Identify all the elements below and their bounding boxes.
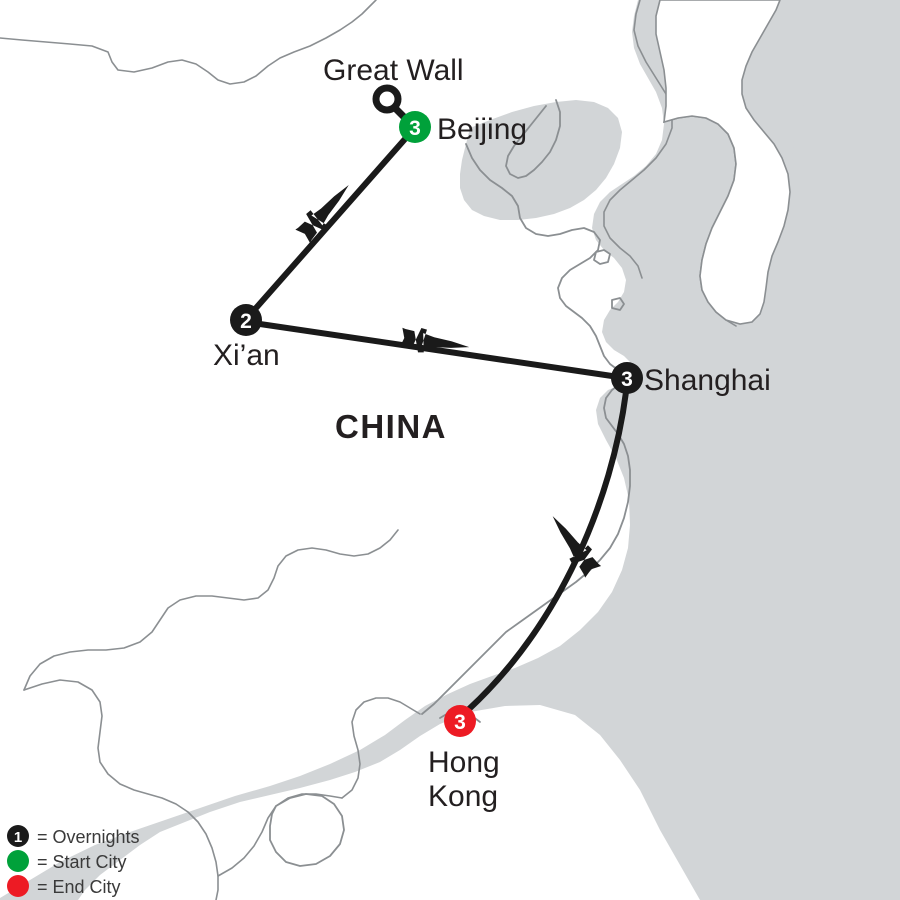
legend-overnight-label: = Overnights — [37, 827, 140, 847]
route-beijing-xian — [253, 136, 408, 311]
marker-nights-beijing: 3 — [409, 117, 421, 140]
city-marker-beijing[interactable]: 3 Beijing — [399, 111, 527, 146]
korea-landmass — [655, 0, 791, 325]
great-wall-icon[interactable] — [372, 84, 402, 114]
marker-nights-hong-kong: 3 — [454, 711, 466, 734]
marker-nights-xian: 2 — [240, 310, 252, 333]
marker-circle-beijing[interactable] — [399, 111, 431, 143]
city-marker-shanghai[interactable]: 3 Shanghai — [611, 362, 771, 397]
city-label-hong-kong-line1: Hong — [428, 746, 500, 779]
legend-item-overnights: 1 = Overnights — [7, 825, 140, 847]
legend-overnight-icon — [7, 825, 29, 847]
airplane-icon — [295, 185, 349, 243]
airplane-icon — [552, 516, 602, 578]
great-wall-attraction[interactable]: Great Wall — [323, 54, 464, 127]
marker-circle-hong-kong[interactable] — [444, 705, 476, 737]
city-label-hong-kong-line2: Kong — [428, 780, 498, 813]
airplane-icon — [399, 327, 470, 353]
legend-start-label: = Start City — [37, 852, 127, 872]
city-label-beijing: Beijing — [437, 113, 527, 146]
city-label-xian: Xi’an — [213, 339, 280, 372]
legend: 1 = Overnights = Start City = End City — [7, 825, 140, 897]
legend-item-end-city: = End City — [7, 875, 121, 897]
legend-item-start-city: = Start City — [7, 850, 127, 872]
marker-circle-xian[interactable] — [230, 304, 262, 336]
route-plane-icons — [295, 185, 602, 578]
city-marker-xian[interactable]: 2 Xi’an — [213, 304, 280, 372]
route-xian-shanghai — [257, 321, 615, 379]
country-label-china: CHINA — [335, 408, 447, 445]
legend-end-label: = End City — [37, 877, 121, 897]
legend-start-icon — [7, 850, 29, 872]
great-wall-label: Great Wall — [323, 54, 464, 87]
legend-end-icon — [7, 875, 29, 897]
country-borders — [0, 0, 737, 900]
city-label-shanghai: Shanghai — [644, 364, 771, 397]
legend-overnight-number: 1 — [14, 829, 22, 846]
marker-nights-shanghai: 3 — [621, 368, 633, 391]
city-marker-hong-kong[interactable]: 3 Hong Kong — [428, 705, 500, 813]
marker-circle-shanghai[interactable] — [611, 362, 643, 394]
